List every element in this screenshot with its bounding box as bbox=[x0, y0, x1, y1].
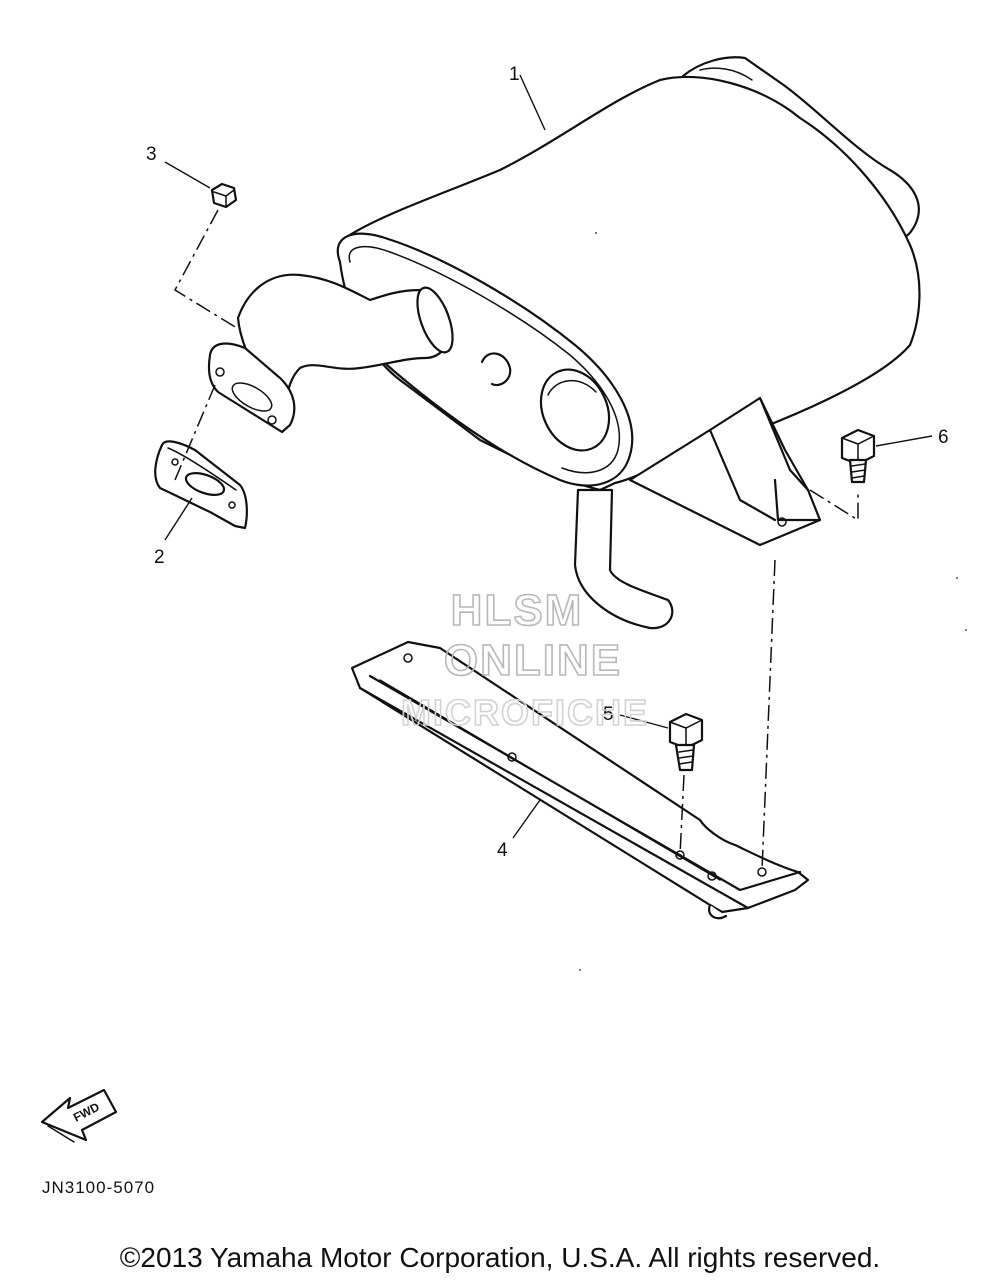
mounting-plate-part[interactable] bbox=[350, 640, 810, 920]
scan-specks bbox=[579, 232, 967, 971]
callout-2: 2 bbox=[154, 547, 165, 568]
watermark-line-3: MICROFICHE bbox=[401, 692, 649, 733]
leader-3 bbox=[164, 161, 211, 189]
bracket-centerline bbox=[761, 559, 776, 871]
diagram-code: JN3100-5070 bbox=[42, 1178, 155, 1197]
nut-centerline bbox=[174, 209, 241, 331]
copyright-notice: ©2013 Yamaha Motor Corporation, U.S.A. A… bbox=[119, 1242, 881, 1273]
nut-part[interactable] bbox=[210, 182, 238, 209]
callout-6: 6 bbox=[938, 427, 949, 448]
watermark-line-2: ONLINE bbox=[444, 636, 622, 685]
bolt-5-part[interactable] bbox=[668, 712, 704, 772]
callout-4: 4 bbox=[497, 840, 508, 861]
callout-3: 3 bbox=[146, 144, 157, 165]
callout-5: 5 bbox=[603, 704, 614, 725]
callout-1: 1 bbox=[509, 64, 520, 85]
leader-6 bbox=[875, 435, 933, 447]
fwd-arrow-icon: FWD bbox=[40, 1088, 118, 1143]
gasket-part[interactable] bbox=[154, 440, 248, 530]
leader-4 bbox=[512, 799, 541, 839]
watermark-line-1: HLSM bbox=[451, 586, 584, 635]
leader-5 bbox=[619, 714, 669, 729]
bolt-6-part[interactable] bbox=[840, 428, 876, 484]
leader-2 bbox=[164, 497, 193, 541]
muffler-part[interactable] bbox=[207, 56, 921, 630]
bolt-5-centerline bbox=[679, 774, 685, 856]
flange-centerline bbox=[174, 384, 216, 481]
leader-1 bbox=[519, 74, 546, 131]
watermark: HLSM ONLINE MICROFICHE bbox=[400, 585, 649, 734]
